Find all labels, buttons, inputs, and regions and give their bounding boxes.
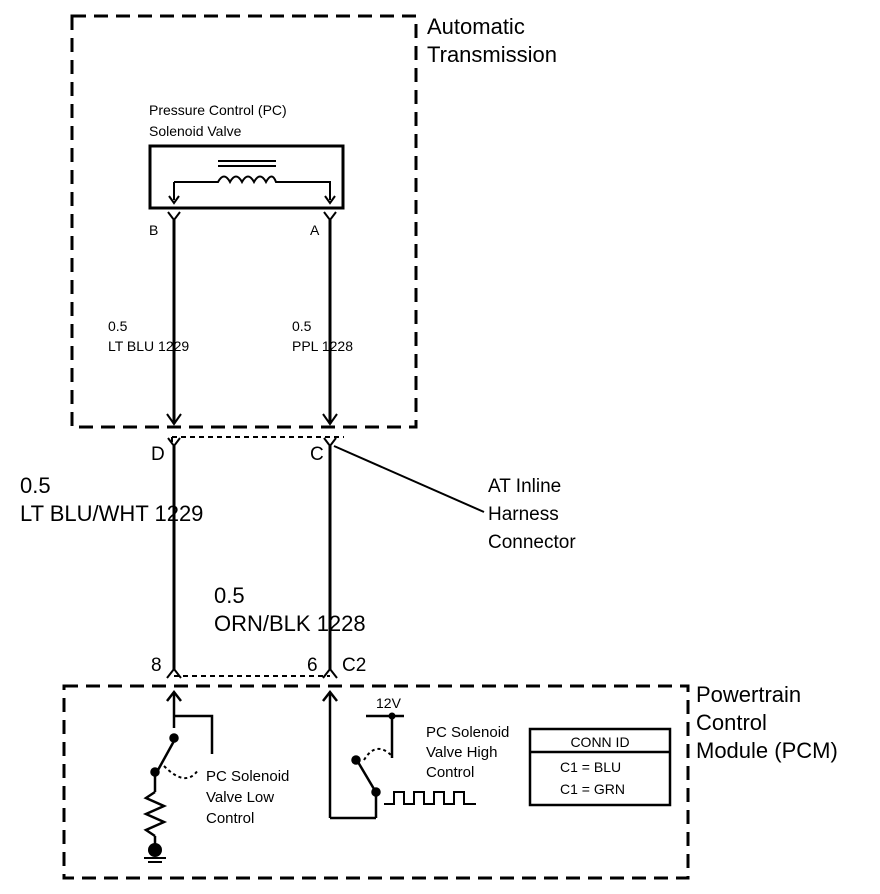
transmission-title-line1: Automatic — [427, 14, 525, 39]
pin-a-label: A — [310, 222, 320, 238]
solenoid-label-line1: Pressure Control (PC) — [149, 102, 287, 118]
harness-left-gauge: 0.5 — [20, 473, 51, 498]
wire-left-gauge: 0.5 — [108, 318, 128, 334]
pcm-pin-8-label: 8 — [151, 655, 162, 676]
high-side-driver — [322, 689, 404, 820]
solenoid-label-line2: Solenoid Valve — [149, 123, 242, 139]
transmission-title-line2: Transmission — [427, 42, 557, 67]
harness-right-gauge: 0.5 — [214, 583, 245, 608]
solenoid-coil-icon — [173, 160, 331, 200]
wire-right-gauge: 0.5 — [292, 318, 312, 334]
high-control-line2: Valve High — [426, 744, 497, 761]
inline-pin-c-label: C — [310, 444, 324, 465]
supply-node-icon — [388, 712, 396, 720]
solenoid-valve-box — [148, 144, 345, 210]
conn-id-header: CONN ID — [570, 734, 629, 750]
pwm-signal-icon — [384, 791, 476, 805]
inline-connector-label-line3: Connector — [488, 532, 576, 553]
ground-icon — [144, 843, 166, 863]
high-side-dotted-link — [363, 748, 393, 761]
pcm-title-line1: Powertrain — [696, 682, 801, 707]
wire-right-label: PPL 1228 — [292, 338, 353, 354]
pcm-connector-label: C2 — [342, 655, 366, 676]
pcm-boundary — [62, 684, 690, 880]
inline-pin-d-label: D — [151, 444, 165, 465]
conn-id-row: C1 = GRN — [560, 781, 625, 797]
inline-connector-label-line1: AT Inline — [488, 476, 561, 497]
high-control-line3: Control — [426, 764, 474, 781]
transmission-boundary — [70, 14, 418, 429]
inline-pin-d-icon — [167, 437, 181, 448]
inline-pin-c-icon — [323, 437, 337, 448]
low-side-dotted-link — [163, 765, 199, 779]
harness-left-label: LT BLU/WHT 1229 — [20, 501, 203, 526]
low-control-line3: Control — [206, 810, 254, 827]
arrow-c-icon — [322, 413, 338, 426]
inline-connector-label-line2: Harness — [488, 504, 559, 525]
high-control-line1: PC Solenoid — [426, 724, 509, 741]
harness-right-label: ORN/BLK 1228 — [214, 611, 366, 636]
low-control-line2: Valve Low — [206, 789, 274, 806]
inline-connector-outline — [171, 436, 344, 446]
pin-b-label: B — [149, 222, 158, 238]
inline-connector-leader — [333, 445, 485, 513]
pcm-title-line2: Control — [696, 710, 767, 735]
pcm-pin-6-icon — [322, 667, 338, 679]
pcm-title-line3: Module (PCM) — [696, 738, 838, 763]
conn-id-row: C1 = BLU — [560, 759, 621, 775]
supply-voltage-label: 12V — [376, 695, 402, 711]
pcm-pin-6-label: 6 — [307, 655, 318, 676]
conn-id-table — [528, 727, 672, 807]
wire-left-label: LT BLU 1229 — [108, 338, 189, 354]
low-control-line1: PC Solenoid — [206, 768, 289, 785]
arrow-d-icon — [166, 413, 182, 426]
low-side-driver — [142, 689, 214, 848]
